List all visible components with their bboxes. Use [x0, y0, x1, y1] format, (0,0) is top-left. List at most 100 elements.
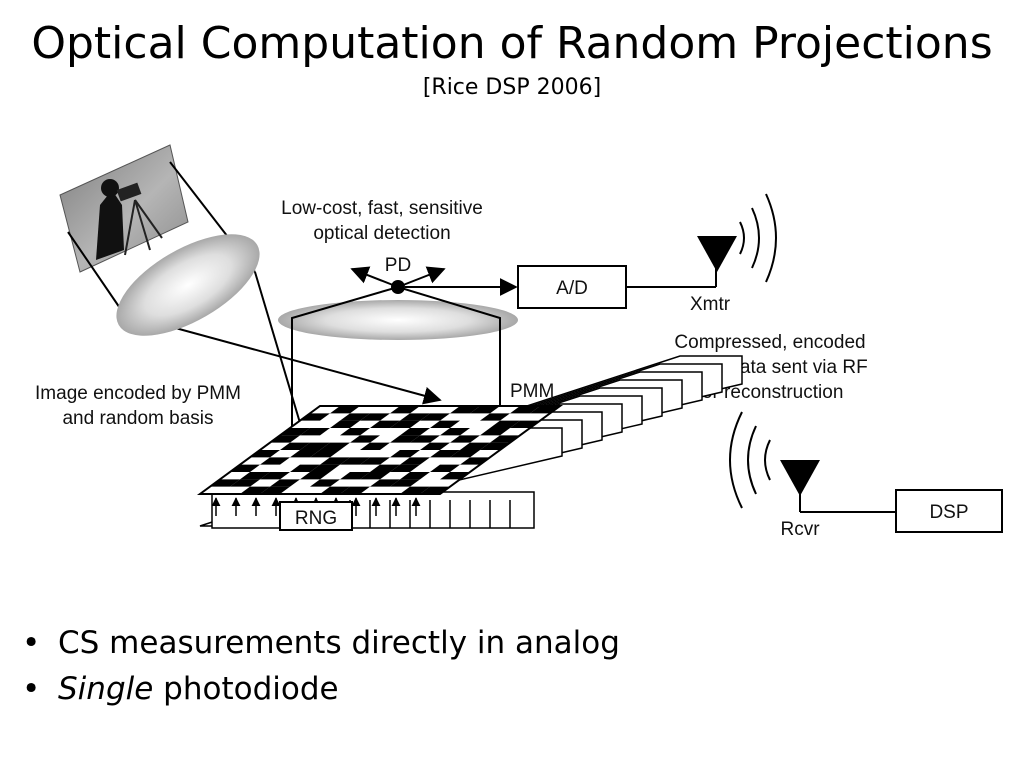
mirror-cell: [300, 442, 330, 450]
mirror-cell: [240, 486, 270, 494]
mirror-cell: [490, 420, 520, 428]
receive-waves-icon: [729, 411, 771, 509]
bullet-emphasis: Single: [58, 671, 154, 707]
mirror-cell: [270, 479, 300, 487]
mirror-cell: [480, 428, 510, 436]
mirror-cell: [370, 464, 400, 472]
mirror-cell: [400, 486, 430, 494]
mirror-cell: [300, 428, 330, 436]
mirror-cell: [320, 486, 350, 494]
mirror-cell: [310, 464, 340, 472]
mirror-cell: [270, 435, 300, 443]
mirror-cell: [310, 450, 340, 458]
mirror-cell: [510, 420, 540, 428]
mirror-cell: [390, 450, 420, 458]
mirror-cell: [290, 450, 320, 458]
bullet-text: CS measurements directly in analog: [58, 625, 620, 661]
rf-note-line1: Compressed, encoded: [674, 332, 865, 353]
mirror-cell: [260, 457, 290, 465]
mirror-cell: [480, 413, 510, 421]
dsp-label: DSP: [929, 502, 968, 523]
mirror-cell: [360, 442, 390, 450]
mirror-cell: [230, 479, 260, 487]
mirror-cell: [460, 457, 490, 465]
rng-box: [279, 501, 353, 531]
detection-note-line1: Low-cost, fast, sensitive: [281, 198, 483, 219]
mirror-cell: [430, 464, 460, 472]
bullet-marker: •: [22, 625, 41, 661]
mirror-cell: [480, 442, 510, 450]
mirror-cell: [310, 479, 340, 487]
mirror-cell: [370, 479, 400, 487]
pd-label: PD: [385, 255, 411, 276]
slide-title: Optical Computation of Random Projection…: [31, 18, 993, 69]
mirror-cell: [510, 406, 540, 414]
receiver-antenna-icon: [780, 460, 896, 513]
mirror-cell: [300, 472, 330, 480]
pmm-mirror-array: [196, 405, 564, 495]
mirror-cell: [340, 428, 370, 436]
mirror-cell: [390, 464, 420, 472]
bullet-item-analog: • CS measurements directly in analog: [22, 620, 620, 666]
mirror-cell: [260, 486, 290, 494]
mirror-cell: [340, 472, 370, 480]
mirror-cell: [390, 406, 420, 414]
mirror-cell: [340, 486, 370, 494]
dsp-box: [895, 489, 1003, 533]
mirror-cell: [420, 486, 450, 494]
mirror-cell: [280, 442, 310, 450]
bullet-text: photodiode: [153, 671, 339, 707]
slide-subtitle: [Rice DSP 2006]: [422, 75, 602, 100]
detection-note-line2: optical detection: [313, 223, 450, 244]
mirror-cell: [450, 406, 480, 414]
mirror-cell: [320, 457, 350, 465]
mirror-cell: [340, 413, 370, 421]
mirror-cell: [400, 457, 430, 465]
mirror-cell: [460, 442, 490, 450]
mirror-cell: [320, 442, 350, 450]
mirror-cell: [450, 450, 480, 458]
mirror-cell: [290, 464, 320, 472]
mirror-cell: [390, 479, 420, 487]
bullet-list: • CS measurements directly in analog • S…: [22, 620, 620, 712]
collection-lens: [278, 300, 518, 340]
mirror-cell: [400, 428, 430, 436]
mirror-cell: [490, 435, 520, 443]
pmm-label: PMM: [510, 381, 554, 402]
rcvr-label: Rcvr: [780, 519, 820, 540]
mirror-cell: [420, 442, 450, 450]
mirror-cell: [440, 472, 470, 480]
mirror-cell: [530, 406, 560, 414]
mirror-cell: [260, 472, 290, 480]
rng-label: RNG: [295, 508, 337, 529]
mirror-cell: [360, 413, 390, 421]
imaging-lens: [116, 234, 260, 336]
mirror-cell: [450, 435, 480, 443]
mirror-cell: [400, 472, 430, 480]
transmitter-antenna-icon: [626, 236, 737, 288]
encoding-note-line1: Image encoded by PMM: [35, 383, 241, 404]
rf-note-line3: for reconstruction: [697, 382, 844, 403]
register-body: [211, 491, 535, 529]
mirror-cell: [300, 413, 330, 421]
mirror-cell: [240, 472, 270, 480]
xmtr-label: Xmtr: [690, 294, 731, 315]
scene-photo: [59, 144, 189, 273]
mirror-cell: [230, 464, 260, 472]
mirror-cell: [430, 420, 460, 428]
mirror-cell: [470, 406, 500, 414]
photodiode: [350, 266, 518, 296]
mirror-cell: [430, 450, 460, 458]
mirror-cell: [340, 457, 370, 465]
mirror-cell: [280, 428, 310, 436]
bullet-item-photodiode: • Single photodiode: [22, 666, 620, 712]
mirror-cell: [330, 420, 360, 428]
mirror-cell: [250, 450, 280, 458]
mirror-cell: [390, 435, 420, 443]
mirror-cell: [440, 428, 470, 436]
mirror-cell: [360, 457, 390, 465]
mirror-cell: [330, 406, 360, 414]
mirror-cell: [410, 435, 440, 443]
rng-register: [211, 491, 535, 529]
